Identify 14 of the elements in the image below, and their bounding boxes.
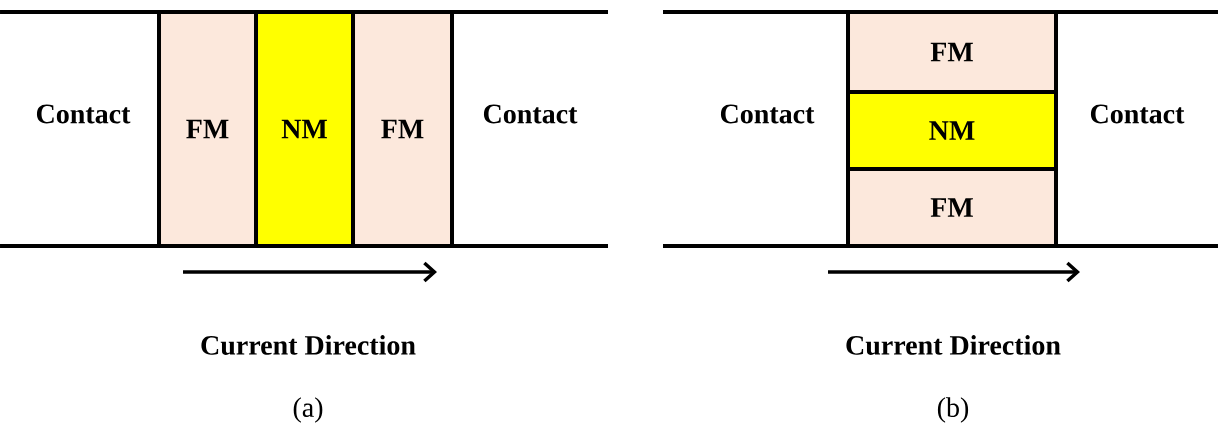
region-label: Contact [720,104,815,124]
region-label: Contact [1090,104,1185,124]
panel-label: (b) [937,397,969,423]
magnet-layer: FM [846,10,1058,94]
magnet-layer: FM [846,167,1058,248]
spacer-layer: NM [254,10,355,248]
spacer-layer: NM [846,90,1058,171]
panel-label: (a) [293,397,323,423]
magnet-layer: FM [351,10,454,248]
magnet-layer: FM [157,10,258,248]
axis-caption: Current Direction [201,335,416,355]
region-label: Contact [483,104,578,124]
region-label: Contact [36,104,131,124]
axis-caption: Current Direction [846,335,1061,355]
